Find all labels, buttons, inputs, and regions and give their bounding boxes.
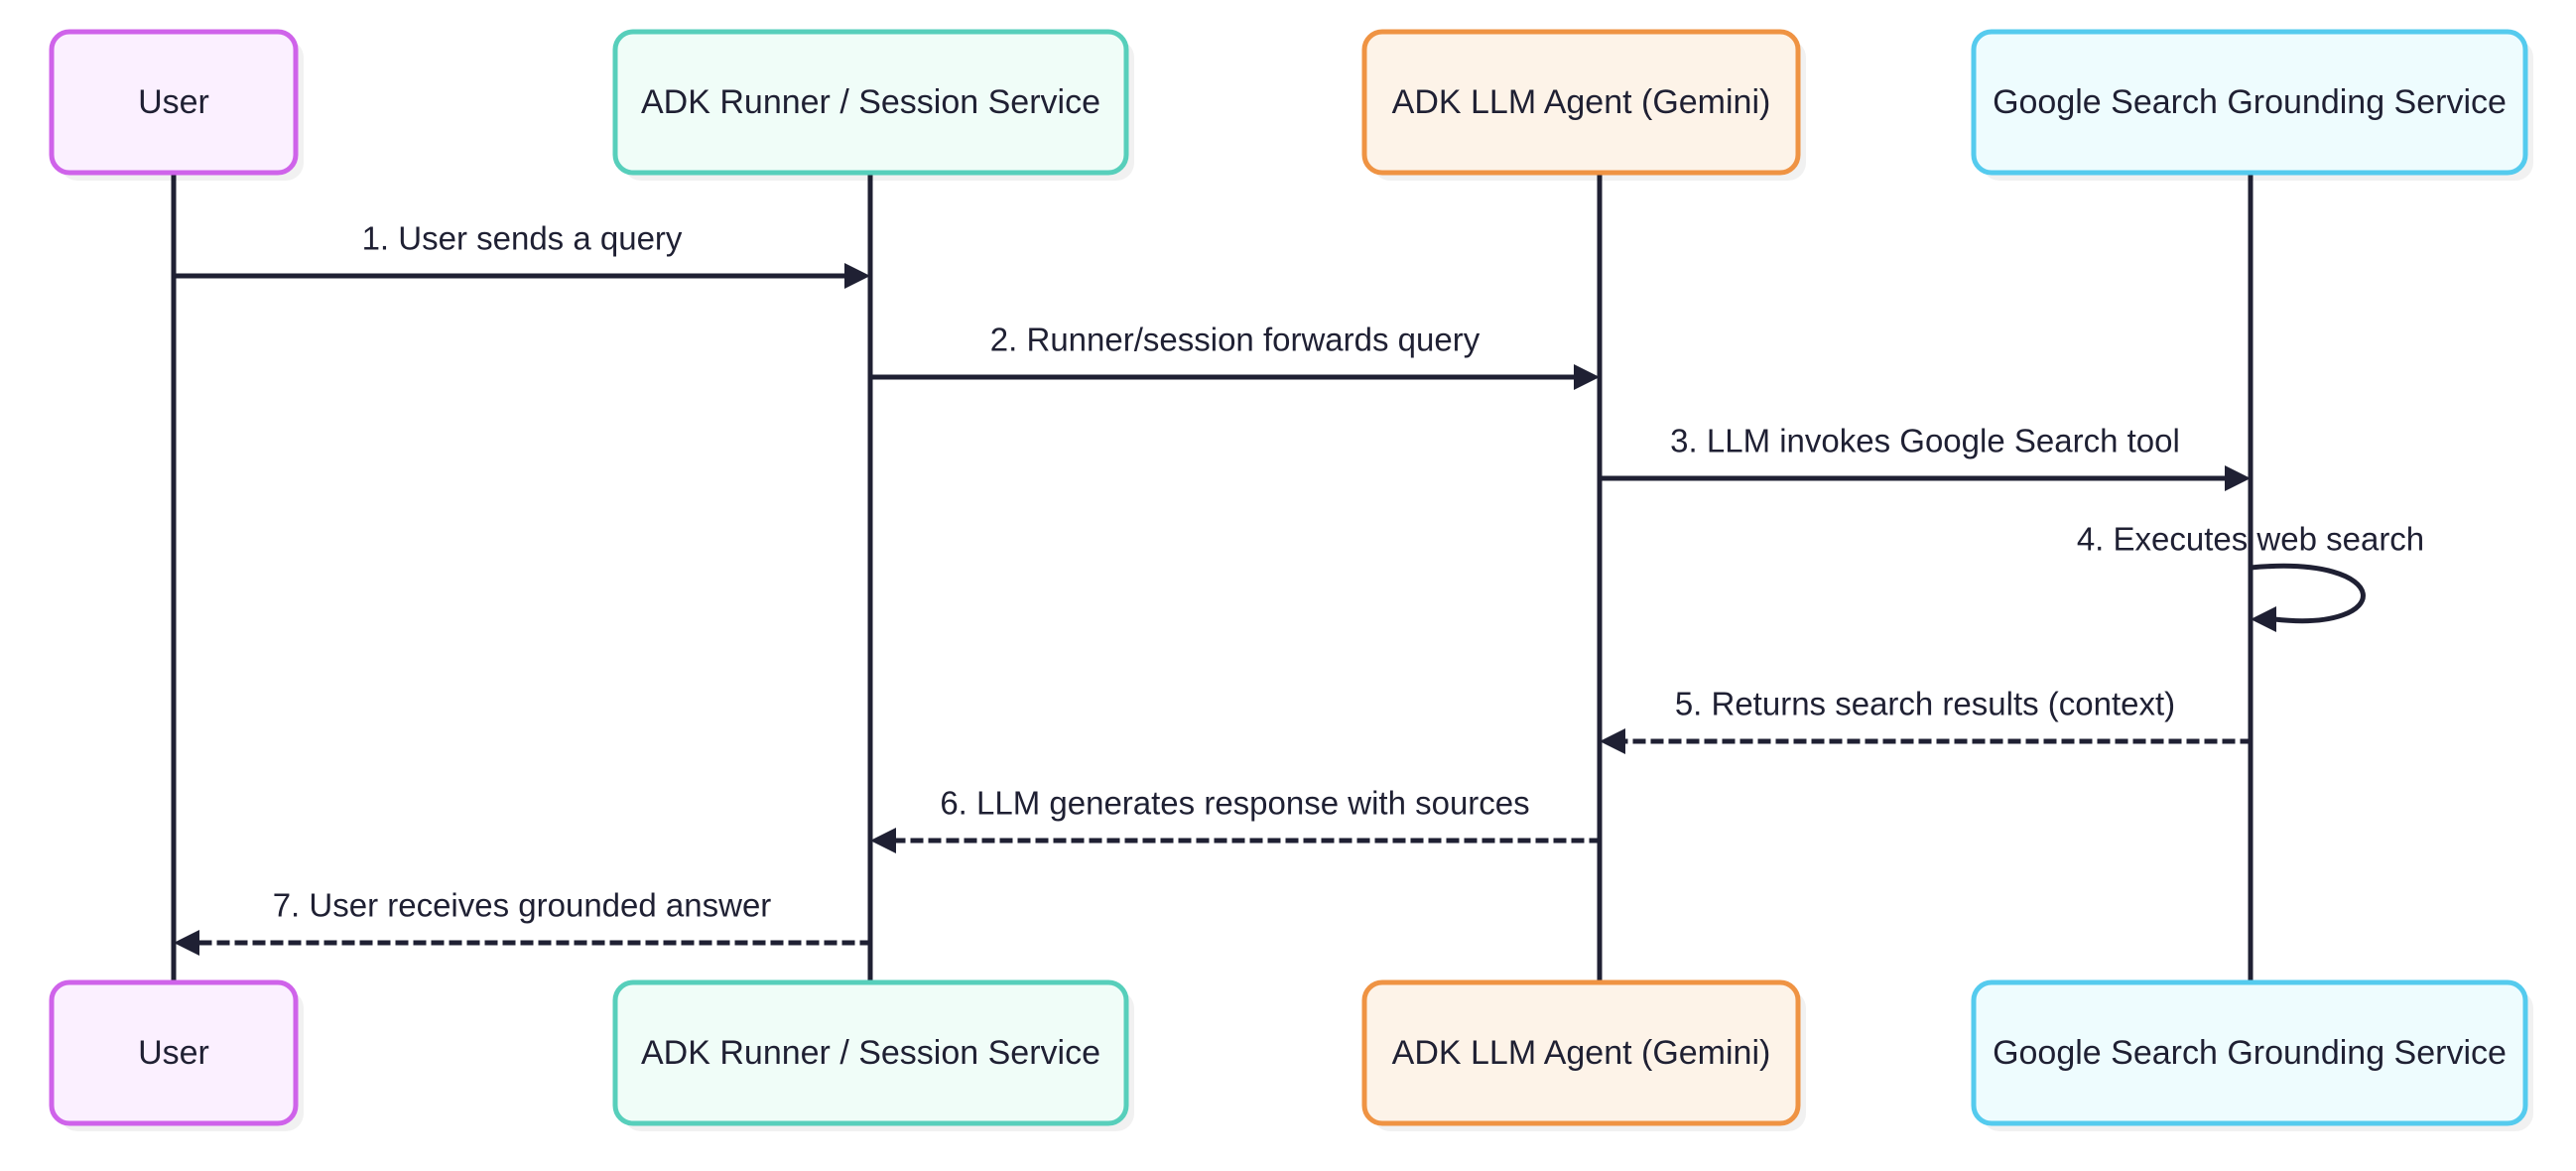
participant-box-agent-top[interactable]: ADK LLM Agent (Gemini) [1361, 29, 1806, 181]
message-label: 1. User sends a query [362, 220, 683, 257]
participant-box-agent-bottom[interactable]: ADK LLM Agent (Gemini) [1361, 979, 1806, 1131]
message-1[interactable]: 1. User sends a query [174, 220, 870, 289]
participant-box-rect[interactable] [1971, 29, 2528, 176]
participant-box-rect[interactable] [612, 979, 1129, 1126]
participant-box-rect[interactable] [612, 29, 1129, 176]
participant-box-rect[interactable] [1971, 979, 2528, 1126]
participant-box-search-bottom[interactable]: Google Search Grounding Service [1971, 979, 2533, 1131]
participant-box-runner-top[interactable]: ADK Runner / Session Service [612, 29, 1134, 181]
message-5[interactable]: 5. Returns search results (context) [1600, 686, 2254, 754]
messages-layer: 1. User sends a query 2. Runner/session f… [174, 220, 2424, 956]
participant-label: ADK LLM Agent (Gemini) [1392, 83, 1771, 121]
message-label: 7. User receives grounded answer [273, 887, 772, 924]
participant-label: ADK Runner / Session Service [641, 1034, 1100, 1072]
message-label: 3. LLM invokes Google Search tool [1670, 423, 2180, 459]
message-6[interactable]: 6. LLM generates response with sources [870, 785, 1603, 853]
arrow-head [844, 263, 870, 289]
message-label: 4. Executes web search [2077, 521, 2424, 558]
participant-box-user-bottom[interactable]: User [49, 979, 304, 1131]
message-label: 5. Returns search results (context) [1675, 686, 2175, 722]
arrow-head [1600, 728, 1625, 754]
participant-box-rect[interactable] [1361, 29, 1801, 176]
participant-boxes-top: User ADK Runner / Session Service ADK LLM … [49, 29, 2533, 181]
arrow-head [1574, 364, 1600, 390]
participant-label: User [138, 1034, 209, 1072]
participant-label: ADK Runner / Session Service [641, 83, 1100, 121]
participant-boxes-bottom: User ADK Runner / Session Service ADK LLM … [49, 979, 2533, 1131]
message-label: 6. LLM generates response with sources [940, 785, 1529, 822]
participant-label: User [138, 83, 209, 121]
message-2[interactable]: 2. Runner/session forwards query [870, 322, 1600, 390]
message-7[interactable]: 7. User receives grounded answer [174, 887, 873, 956]
message-4[interactable]: 4. Executes web search [2077, 521, 2424, 632]
self-loop-path [2250, 563, 2366, 624]
participant-label: Google Search Grounding Service [1993, 1034, 2507, 1072]
arrow-head [2251, 606, 2276, 632]
message-3[interactable]: 3. LLM invokes Google Search tool [1600, 423, 2251, 491]
participant-box-search-top[interactable]: Google Search Grounding Service [1971, 29, 2533, 181]
participant-box-rect[interactable] [49, 979, 299, 1126]
participant-box-runner-bottom[interactable]: ADK Runner / Session Service [612, 979, 1134, 1131]
arrow-head [2225, 465, 2251, 491]
participant-box-rect[interactable] [49, 29, 299, 176]
participant-box-user-top[interactable]: User [49, 29, 304, 181]
lifelines-layer [171, 173, 2254, 982]
arrow-head [870, 828, 896, 853]
participant-box-rect[interactable] [1361, 979, 1801, 1126]
participant-label: ADK LLM Agent (Gemini) [1392, 1034, 1771, 1072]
participant-label: Google Search Grounding Service [1993, 83, 2507, 121]
arrow-head [174, 930, 199, 956]
message-label: 2. Runner/session forwards query [990, 322, 1481, 358]
